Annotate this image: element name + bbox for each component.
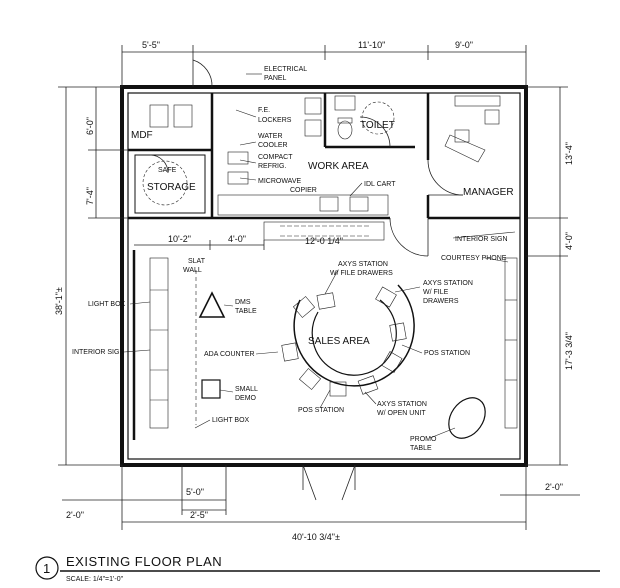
label-promo-2: TABLE	[410, 445, 432, 452]
dim-bottom-total: 40'-10 3/4"±	[292, 532, 340, 542]
dim-right-lower: 17'-3 3/4"	[564, 332, 574, 370]
label-small-demo-2: DEMO	[235, 395, 257, 402]
manager-desk	[444, 95, 501, 163]
label-slat-wall-1: SLAT	[188, 258, 206, 265]
label-idl-cart: IDL CART	[364, 181, 396, 188]
label-refrig-2: REFRIG.	[258, 163, 286, 170]
label-axys-open-2: W/ OPEN UNIT	[377, 410, 426, 417]
dim-top-left: 5'-5"	[142, 40, 160, 50]
room-names: MDF SAFE STORAGE TOILET WORK AREA MANAGE…	[131, 120, 514, 347]
label-fe-2: LOCKERS	[258, 117, 292, 124]
label-copier: COPIER	[290, 187, 317, 194]
interior-walls	[128, 93, 520, 440]
label-small-demo-1: SMALL	[235, 386, 258, 393]
label-promo-1: PROMO	[410, 436, 437, 443]
label-axys-drawers-1: AXYS STATION	[338, 261, 388, 268]
toilet-fixtures	[334, 95, 395, 140]
dim-bottom-b: 2'-5"	[190, 510, 208, 520]
dim-left-mid: 7'-4"	[85, 187, 95, 205]
label-water-1: WATER	[258, 133, 283, 140]
label-electrical-panel-2: PANEL	[264, 75, 287, 82]
label-interior-sign-right: INTERIOR SIGN	[455, 236, 508, 243]
drawing-title: EXISTING FLOOR PLAN	[66, 554, 222, 569]
label-pos-station-right: POS STATION	[424, 350, 470, 357]
label-axys-right-2: W/ FILE	[423, 289, 449, 296]
label-fe-1: F.E.	[258, 107, 270, 114]
dim-left-upper: 6'-0"	[85, 117, 95, 135]
room-safe: SAFE	[158, 167, 177, 174]
dim-bottom-right: 2'-0"	[545, 482, 563, 492]
label-slat-wall-2: WALL	[183, 267, 202, 274]
room-work-area: WORK AREA	[308, 161, 369, 172]
label-courtesy-phone: COURTESY PHONE	[441, 255, 507, 262]
dim-top-right: 9'-0"	[455, 40, 473, 50]
room-manager: MANAGER	[463, 187, 514, 198]
label-interior-sign-left: INTERIOR SIGN	[72, 349, 125, 356]
room-sales-area: SALES AREA	[308, 336, 370, 347]
dimension-lines	[58, 45, 580, 530]
room-toilet: TOILET	[360, 120, 395, 131]
label-water-2: COOLER	[258, 142, 288, 149]
drawing-number: 1	[43, 561, 51, 576]
room-mdf: MDF	[131, 130, 153, 141]
label-electrical-panel-1: ELECTRICAL	[264, 66, 307, 73]
dim-top-mid: 11'-10"	[358, 40, 385, 50]
label-light-box-lower: LIGHT BOX	[212, 417, 250, 424]
doors	[149, 59, 464, 501]
dim-right-mid: 4'-0"	[564, 232, 574, 250]
title-block: 1 EXISTING FLOOR PLAN SCALE: 1/4"=1'-0"	[35, 554, 600, 583]
label-dms-1: DMS	[235, 299, 251, 306]
label-axys-open-1: AXYS STATION	[377, 401, 427, 408]
label-microwave: MICROWAVE	[258, 178, 301, 185]
label-axys-drawers-2: W/ FILE DRAWERS	[330, 270, 393, 277]
label-dms-2: TABLE	[235, 308, 257, 315]
dim-bottom-a: 5'-0"	[186, 487, 204, 497]
label-ada-counter: ADA COUNTER	[204, 351, 255, 358]
label-axys-right-1: AXYS STATION	[423, 280, 473, 287]
leader-lines	[123, 73, 516, 439]
drawing-number-circle	[35, 556, 59, 580]
label-axys-right-3: DRAWERS	[423, 298, 459, 305]
promo-table-shape	[448, 397, 486, 439]
dms-table-shape	[198, 291, 226, 318]
label-light-box-upper: LIGHT BOX	[88, 301, 126, 308]
drawing-scale: SCALE: 1/4"=1'-0"	[66, 576, 124, 583]
dim-inner-mid: 4'-0"	[228, 234, 246, 244]
dim-right-upper: 13'-4"	[564, 142, 574, 165]
label-pos-station-bottom: POS STATION	[298, 407, 344, 414]
work-area-fixtures	[217, 97, 389, 216]
sales-counter	[281, 284, 415, 397]
fixture-labels: ELECTRICAL PANEL F.E. LOCKERS WATER COOL…	[72, 66, 508, 452]
display-fixtures	[149, 221, 518, 429]
dim-bottom-left: 2'-0"	[66, 510, 84, 520]
room-storage: STORAGE	[147, 182, 196, 193]
dimension-labels: 5'-5" 11'-10" 9'-0" 6'-0" 7'-4" 38'-1"± …	[54, 40, 574, 542]
dim-inner-left: 10'-2"	[168, 234, 191, 244]
label-refrig-1: COMPACT	[258, 154, 293, 161]
dim-inner-counter: 12'-0 1/4"	[305, 236, 343, 246]
dim-left-total: 38'-1"±	[54, 287, 64, 315]
small-demo-shape	[201, 379, 221, 399]
